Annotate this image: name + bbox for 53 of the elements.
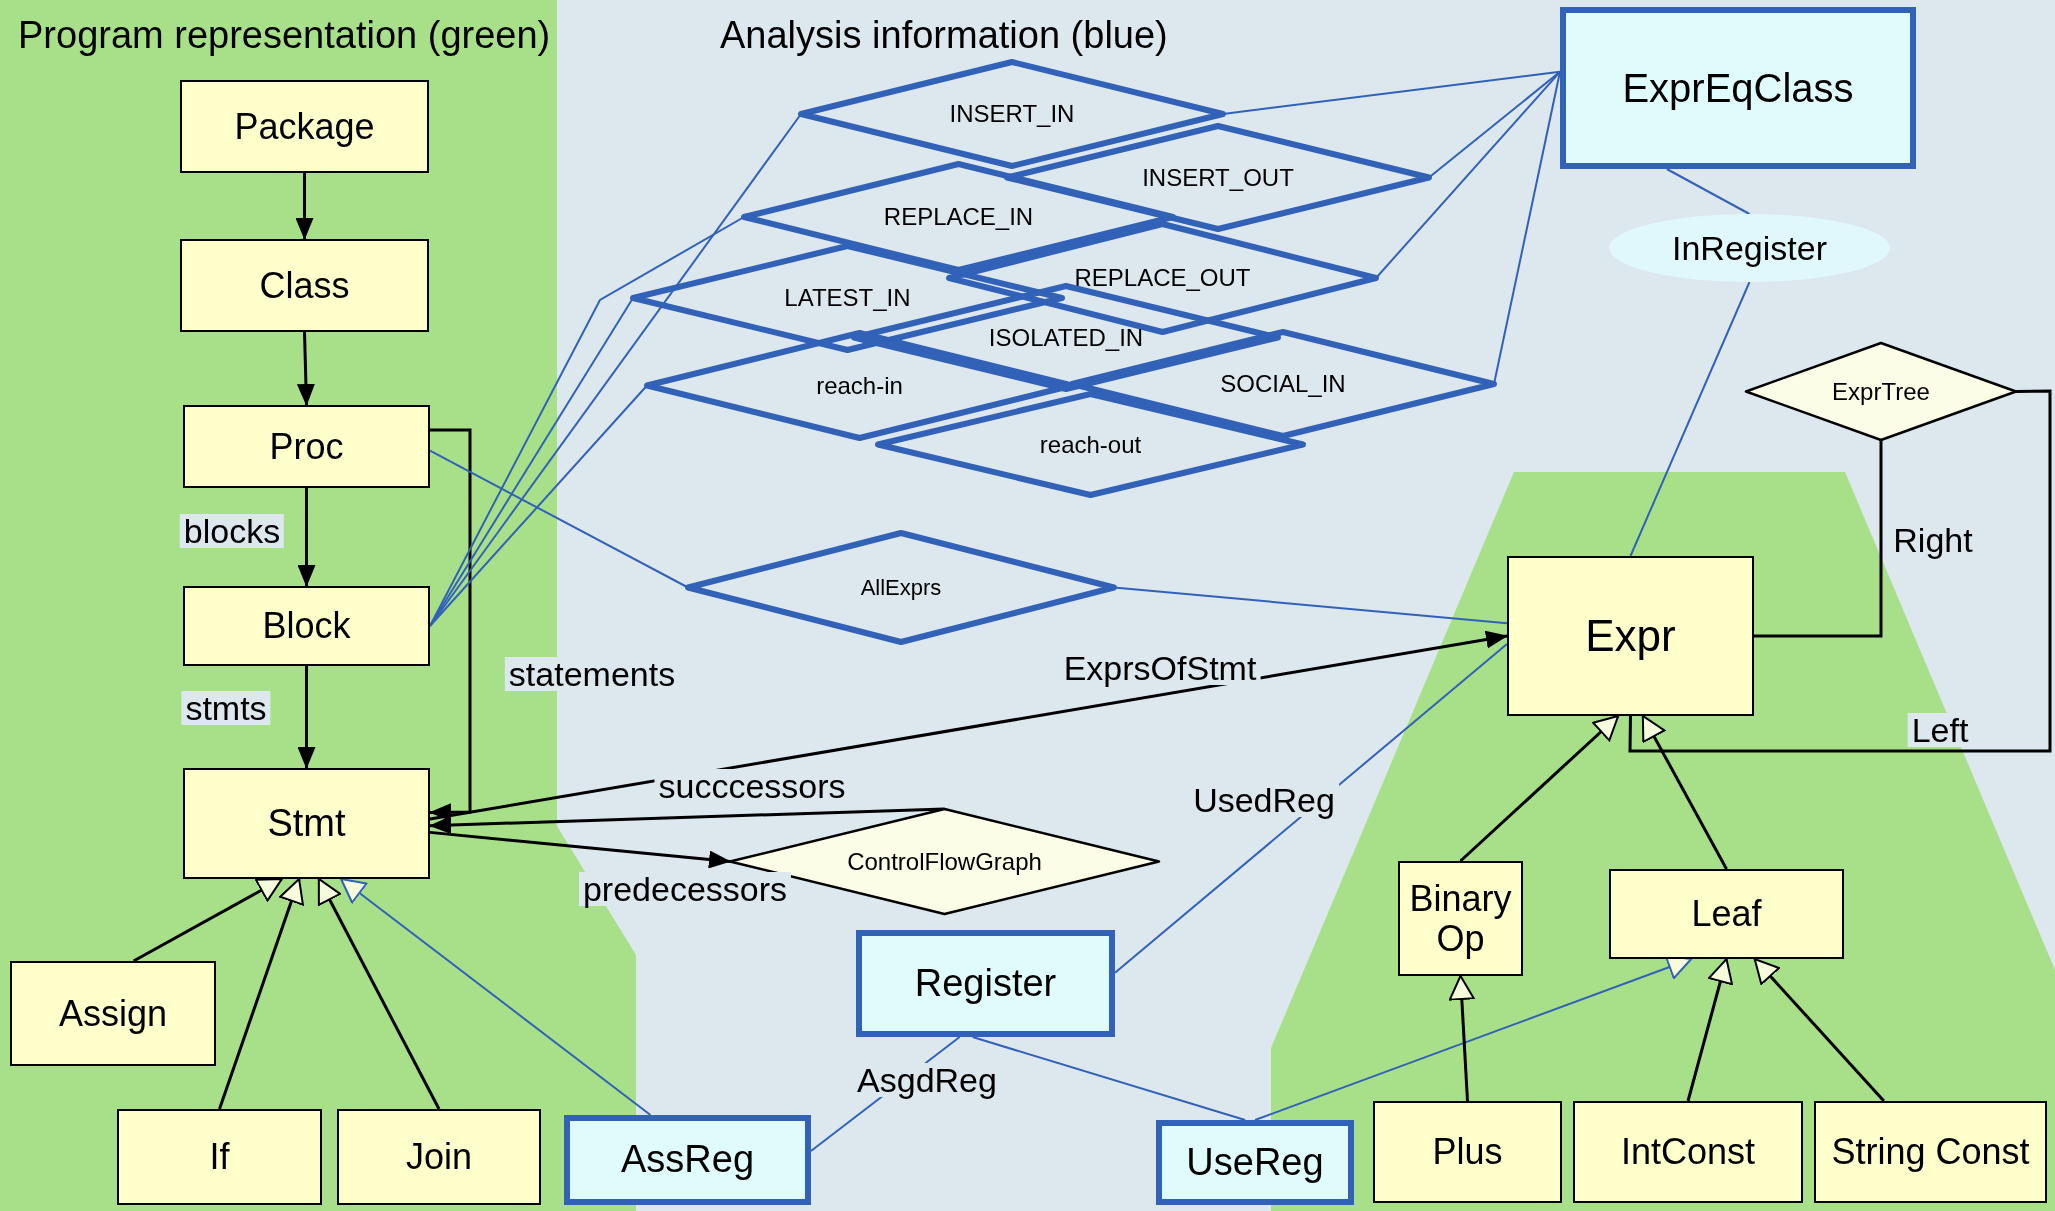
connector-line [1754,440,1883,638]
connector-line [429,384,648,627]
arrow [429,830,731,869]
connector-line [1629,281,1751,557]
class-box: Block [183,586,430,666]
generalization-arrow [132,877,283,963]
class-box: Leaf [1609,869,1844,959]
class-box: Stmt [183,768,430,879]
connector-line [429,449,689,589]
class-box: Package [180,80,429,173]
connector-line [1114,643,1508,974]
arrow [295,173,314,240]
generalization-arrow [317,878,441,1110]
class-box: Class [180,239,429,332]
edge-label: predecessors [578,872,792,906]
class-box: Plus [1373,1101,1562,1203]
section-heading: Program representation (green) [18,16,551,54]
class-box: If [117,1109,322,1205]
relation-diamond: INSERT_IN [801,62,1223,166]
class-box: Proc [183,405,430,488]
relation-diamond: ExprTree [1746,343,2016,440]
class-box: IntConst [1573,1101,1803,1203]
class-box: Expr [1507,556,1754,716]
analysis-box: UseReg [1156,1120,1354,1205]
analysis-box: AssReg [564,1115,811,1205]
class-box: Join [337,1109,541,1205]
generalization-arrow [340,878,652,1116]
class-box: String Const [1814,1101,2047,1203]
analysis-box: Register [856,930,1115,1037]
generalization-arrow [1448,975,1475,1102]
arrow [296,331,315,406]
generalization-arrow [1459,714,1620,863]
generalization-arrow [1641,715,1728,870]
edge-label: stmts [181,691,271,725]
relation-ellipse: InRegister [1609,214,1890,282]
generalization-arrow [1753,958,1885,1102]
arrow [429,630,1508,821]
edge-label: blocks [179,514,285,548]
connector-line [1628,389,2052,753]
relation-diamond: reach-out [878,394,1303,495]
arrow [297,666,316,769]
generalization-arrow [1686,958,1734,1102]
class-box: Binary Op [1398,861,1523,976]
class-box: Assign [10,961,216,1066]
arrow [429,428,472,822]
connector-line [1665,168,1751,215]
analysis-box: ExprEqClass [1560,7,1916,169]
connector-line [429,297,634,627]
relation-diamond: AllExprs [688,533,1114,642]
generalization-arrow [218,878,304,1110]
connector-line [971,1036,1247,1121]
arrow [297,488,316,587]
section-heading: Analysis information (blue) [720,16,1168,54]
